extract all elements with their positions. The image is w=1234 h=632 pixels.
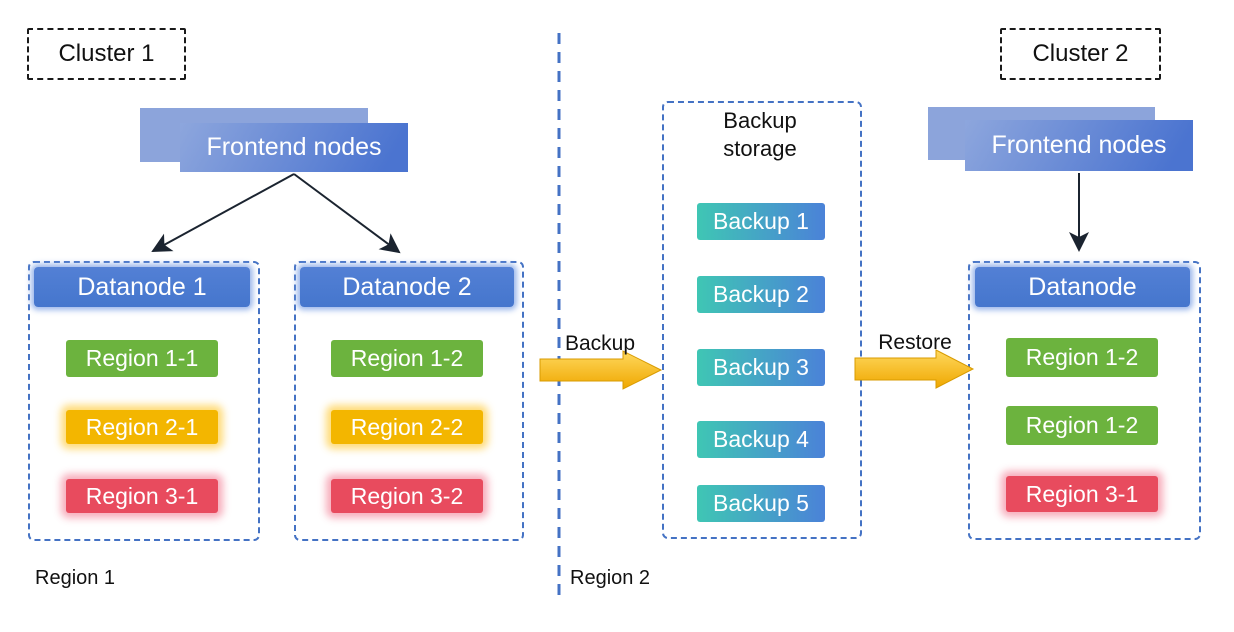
region-box: Region 3-1: [1006, 476, 1158, 512]
backup-flow-arrow: [539, 350, 663, 390]
cluster1-frontend-label: Frontend nodes: [206, 133, 382, 161]
frontend-to-datanode1-arrow: [151, 173, 295, 252]
region-box: Region 2-2: [331, 410, 483, 444]
region2-zone-label: Region 2: [570, 567, 651, 589]
backup-flow-label: Backup: [564, 332, 636, 355]
backup-storage-container: [662, 101, 862, 539]
region-label: Region 1-1: [85, 345, 199, 371]
region-box: Region 3-2: [331, 479, 483, 513]
region1-zone-label: Region 1: [35, 567, 116, 589]
region-box: Region 1-2: [1006, 406, 1158, 445]
region-box: Region 1-1: [66, 340, 218, 377]
backup-item: Backup 2: [697, 276, 825, 313]
backup-item: Backup 4: [697, 421, 825, 458]
restore-flow-label: Restore: [878, 331, 952, 354]
cluster1-frontend-node: Frontend nodes: [180, 123, 408, 172]
region-label: Region 3-1: [85, 482, 199, 509]
cluster2-datanode-title: Datanode: [1028, 272, 1137, 301]
cluster1-label: Cluster 1: [58, 40, 155, 67]
backup-storage-title: Backup storage: [662, 107, 858, 163]
backup-item: Backup 3: [697, 349, 825, 386]
region-label: Region 1-2: [1025, 412, 1139, 438]
region-label: Region 1-2: [1025, 344, 1139, 370]
datanode2-title: Datanode 2: [342, 272, 472, 301]
backup-item-label: Backup 3: [713, 354, 809, 380]
backup-item-label: Backup 2: [713, 281, 809, 307]
cluster1-label-box: Cluster 1: [27, 28, 186, 80]
region-label: Region 1-2: [350, 345, 464, 371]
restore-flow-arrow: [854, 349, 975, 389]
cluster2-frontend-label: Frontend nodes: [991, 131, 1167, 159]
backup-item-label: Backup 5: [713, 490, 809, 516]
frontend-to-datanode2-arrow: [293, 173, 401, 254]
region-box: Region 3-1: [66, 479, 218, 513]
backup-storage-title-text: Backup storage: [723, 108, 797, 161]
region-label: Region 3-2: [350, 482, 464, 509]
region-label: Region 2-1: [85, 413, 199, 440]
region-box: Region 1-2: [1006, 338, 1158, 377]
cluster2-frontend-node: Frontend nodes: [965, 120, 1193, 171]
backup-item-label: Backup 4: [713, 426, 809, 452]
backup-item: Backup 1: [697, 203, 825, 240]
backup-item-label: Backup 1: [713, 208, 809, 234]
backup-item: Backup 5: [697, 485, 825, 522]
datanode1-header: Datanode 1: [34, 267, 250, 307]
datanode1-title: Datanode 1: [77, 272, 207, 301]
region-label: Region 3-1: [1025, 480, 1139, 507]
region-box: Region 2-1: [66, 410, 218, 444]
region-label: Region 2-2: [350, 413, 464, 440]
region-box: Region 1-2: [331, 340, 483, 377]
cluster2-label-box: Cluster 2: [1000, 28, 1161, 80]
cluster2-label: Cluster 2: [1032, 40, 1129, 67]
cluster2-datanode-header: Datanode: [975, 267, 1190, 307]
datanode2-header: Datanode 2: [300, 267, 514, 307]
